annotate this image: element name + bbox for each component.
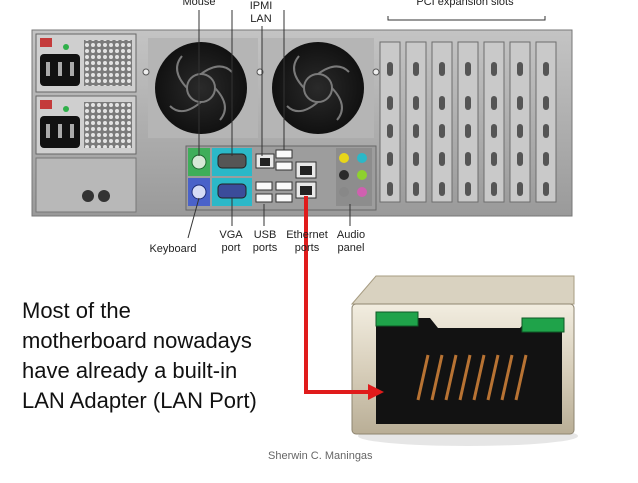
caption-line: motherboard nowadays: [22, 328, 252, 353]
fan-2: [262, 38, 374, 138]
psu-blank-panel: [35, 157, 137, 213]
pci-vent-slot: [543, 62, 549, 76]
pci-slot-bracket: [509, 41, 531, 203]
usb-port: [275, 193, 293, 203]
author-credit: Sherwin C. Maningas: [268, 450, 373, 462]
pci-vent-slot: [439, 96, 445, 110]
pci-vent-slot: [439, 124, 445, 138]
led-green-left: [375, 311, 419, 327]
fan-1: [148, 38, 258, 138]
serial-port: [217, 153, 247, 169]
pci-vent-slot: [413, 62, 419, 76]
pci-vent-slot: [517, 96, 523, 110]
label-ipmi-line2: LAN: [250, 13, 272, 25]
label-ethernet: Ethernet ports: [282, 229, 332, 255]
rj45-jack-image: [350, 275, 578, 446]
usb-port: [275, 181, 293, 191]
label-vga: VGA port: [214, 229, 248, 255]
label-audio-line2: panel: [337, 242, 365, 254]
pci-vent-slot: [413, 124, 419, 138]
label-pci-slots: PCI expansion slots: [416, 0, 514, 8]
pci-vent-slot: [387, 124, 393, 138]
label-mouse: Mouse: [182, 0, 216, 8]
pci-slot-bracket: [457, 41, 479, 203]
pci-vent-slot: [465, 96, 471, 110]
pci-vent-slot: [543, 124, 549, 138]
pci-expansion-slots: [379, 41, 557, 203]
pci-slot-bracket: [405, 41, 427, 203]
pci-vent-slot: [517, 182, 523, 196]
pci-vent-slot: [491, 124, 497, 138]
label-ethernet-line2: ports: [294, 242, 320, 254]
pci-vent-slot: [387, 182, 393, 196]
pci-slot-bracket: [431, 41, 453, 203]
pci-vent-slot: [413, 96, 419, 110]
pci-vent-slot: [517, 124, 523, 138]
label-ethernet-line1: Ethernet: [286, 229, 328, 241]
pci-vent-slot: [439, 62, 445, 76]
pci-vent-slot: [517, 62, 523, 76]
pci-vent-slot: [517, 152, 523, 166]
usb-port: [275, 149, 293, 159]
led-green-right: [521, 317, 565, 333]
pci-vent-slot: [387, 96, 393, 110]
power-supply-2: [35, 95, 137, 155]
pci-vent-slot: [413, 182, 419, 196]
caption-line: LAN Adapter (LAN Port): [22, 388, 257, 413]
pci-vent-slot: [491, 152, 497, 166]
pci-vent-slot: [465, 182, 471, 196]
caption-line: have already a built-in: [22, 358, 238, 383]
pci-vent-slot: [439, 152, 445, 166]
pci-vent-slot: [465, 62, 471, 76]
power-supply-1: [35, 33, 137, 93]
vga-port: [217, 183, 247, 199]
pci-vent-slot: [543, 96, 549, 110]
pci-vent-slot: [491, 62, 497, 76]
label-ipmi-line1: IPMI: [249, 0, 273, 12]
audio-panel: [336, 148, 372, 206]
label-ipmi: IPMI LAN: [242, 0, 280, 26]
usb-port: [275, 161, 293, 171]
pci-vent-slot: [491, 182, 497, 196]
pci-vent-slot: [491, 96, 497, 110]
label-audio-line1: Audio: [336, 229, 366, 241]
pci-vent-slot: [413, 152, 419, 166]
red-arrow: [304, 196, 384, 400]
label-keyboard: Keyboard: [149, 243, 197, 255]
pci-vent-slot: [387, 152, 393, 166]
pci-vent-slot: [465, 124, 471, 138]
ps2-keyboard-port: [191, 184, 207, 200]
pci-vent-slot: [387, 62, 393, 76]
pci-vent-slot: [439, 182, 445, 196]
pci-slot-bracket: [483, 41, 505, 203]
usb-port: [255, 181, 273, 191]
caption-text: Most of the motherboard nowadays have al…: [22, 296, 322, 416]
label-vga-line2: port: [221, 242, 241, 254]
pci-slot-bracket: [535, 41, 557, 203]
pci-slot-bracket: [379, 41, 401, 203]
pci-vent-slot: [543, 152, 549, 166]
leader-lines: [187, 10, 351, 239]
ps2-mouse-port: [191, 154, 207, 170]
label-vga-line1: VGA: [219, 229, 243, 241]
label-usb-line1: USB: [253, 229, 277, 241]
pci-bracket: [387, 16, 546, 21]
label-usb-line2: ports: [252, 242, 278, 254]
pci-vent-slot: [465, 152, 471, 166]
usb-port: [255, 193, 273, 203]
arrow-head-icon: [368, 384, 384, 400]
label-audio: Audio panel: [333, 229, 369, 255]
caption-line: Most of the: [22, 298, 131, 323]
screw-icon: [98, 190, 110, 202]
label-usb: USB ports: [248, 229, 282, 255]
screw-icon: [82, 190, 94, 202]
pci-vent-slot: [543, 182, 549, 196]
rj45-contacts: [416, 354, 528, 401]
